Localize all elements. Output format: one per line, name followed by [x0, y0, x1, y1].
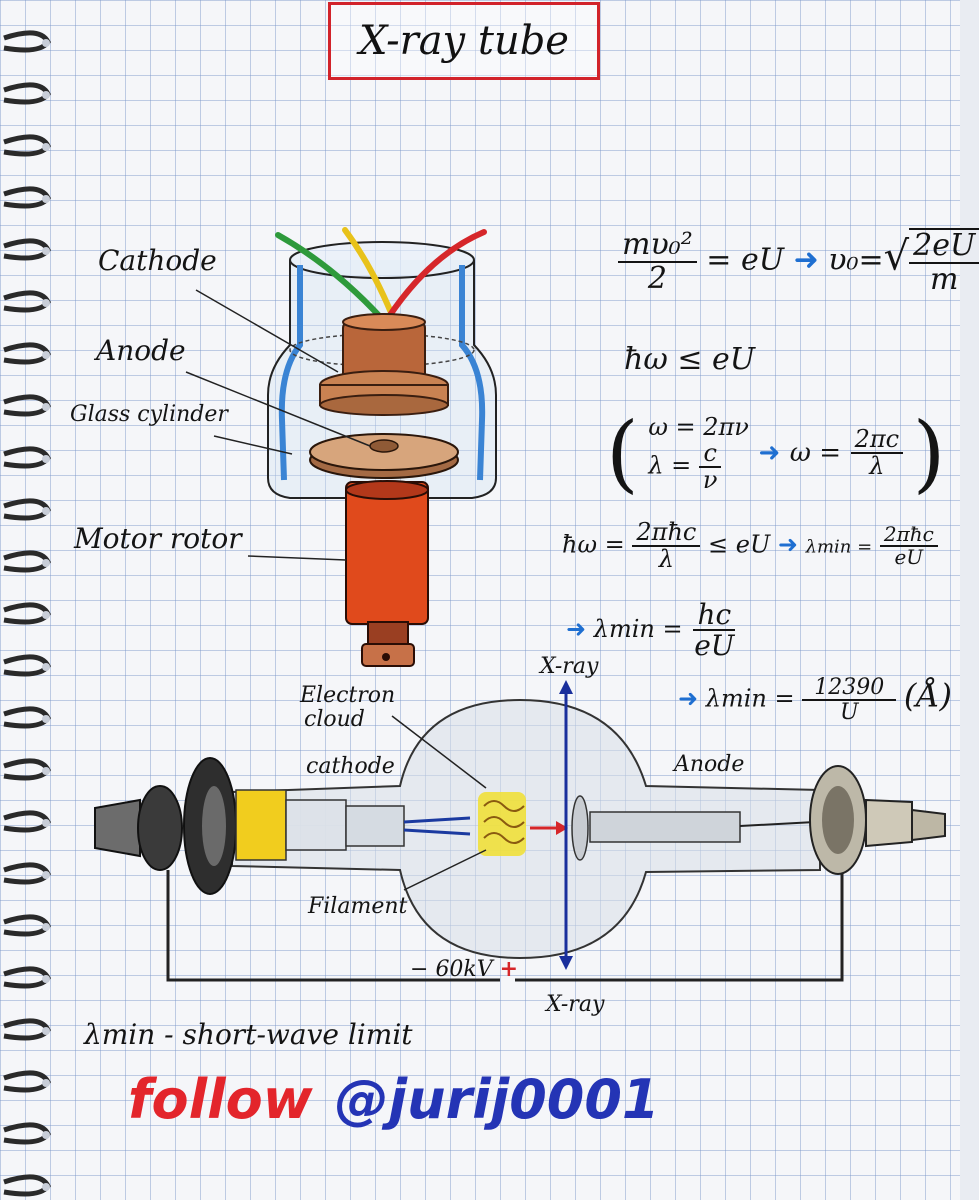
- binding-hole: [42, 455, 50, 463]
- circuit-wire: [166, 870, 500, 982]
- binding-hole: [42, 39, 50, 47]
- binding-hole: [42, 403, 50, 411]
- binding-hole: [42, 1131, 50, 1139]
- filament: [478, 792, 526, 856]
- binding-hole: [42, 923, 50, 931]
- arrow-icon: ➜: [793, 242, 819, 278]
- anode-disc: [309, 433, 459, 479]
- electron-beam-arrow: [530, 821, 568, 835]
- arrow-icon: ➜: [566, 614, 587, 643]
- label-cathode-bottom: cathode: [306, 754, 395, 779]
- top-leader-lines: [185, 289, 371, 561]
- binding-hole: [42, 195, 50, 203]
- arrow-icon: ➜: [758, 438, 781, 468]
- motor-rotor: [345, 480, 429, 667]
- author-handle: @jurij0001: [334, 1068, 660, 1131]
- anode-end-cap: [809, 765, 946, 875]
- binding-hole: [42, 611, 50, 619]
- binding-hole: [42, 767, 50, 775]
- anode-target: [571, 795, 816, 861]
- cathode-assembly: [235, 789, 471, 861]
- xray-axis: [559, 680, 573, 970]
- spiral-binding: [3, 30, 51, 1197]
- equation-photon-limit: ħω ≤ eU: [624, 342, 756, 377]
- arrow-icon: ➜: [678, 684, 699, 713]
- binding-hole: [42, 1027, 50, 1035]
- label-cathode-top: Cathode: [98, 244, 217, 277]
- arrow-icon: ➜: [777, 530, 798, 559]
- binding-hole: [42, 1079, 50, 1087]
- label-glass-cylinder: Glass cylinder: [70, 402, 228, 427]
- cathode-end-cap: [94, 757, 237, 895]
- cathode-cup: [319, 313, 449, 416]
- binding-hole: [42, 247, 50, 255]
- binding-hole: [42, 559, 50, 567]
- binding-hole: [42, 663, 50, 671]
- label-xray-top: X-ray: [540, 654, 599, 679]
- title-box: X-ray tube: [328, 2, 600, 80]
- label-voltage: − 60kV +: [410, 956, 519, 982]
- label-anode-top: Anode: [96, 334, 186, 367]
- binding-hole: [42, 507, 50, 515]
- label-anode-bottom: Anode: [674, 752, 745, 777]
- label-electron-cloud: Electron cloud: [300, 683, 396, 732]
- label-xray-bottom: X-ray: [546, 992, 605, 1017]
- bottom-leader-lines: [391, 715, 487, 891]
- follow-word: follow: [128, 1068, 313, 1131]
- binding-hole: [42, 351, 50, 359]
- binding-hole: [42, 819, 50, 827]
- footnote-short-wave-limit: λmin - short-wave limit: [84, 1018, 413, 1051]
- binding-hole: [42, 299, 50, 307]
- label-filament: Filament: [308, 894, 408, 919]
- page-title: X-ray tube: [359, 18, 569, 64]
- follow-signature: follow @jurij0001: [128, 1068, 660, 1131]
- binding-hole: [42, 91, 50, 99]
- binding-hole: [42, 871, 50, 879]
- binding-hole: [42, 715, 50, 723]
- label-motor-rotor: Motor rotor: [74, 522, 242, 555]
- binding-hole: [42, 975, 50, 983]
- binding-hole: [42, 1183, 50, 1191]
- binding-hole: [42, 143, 50, 151]
